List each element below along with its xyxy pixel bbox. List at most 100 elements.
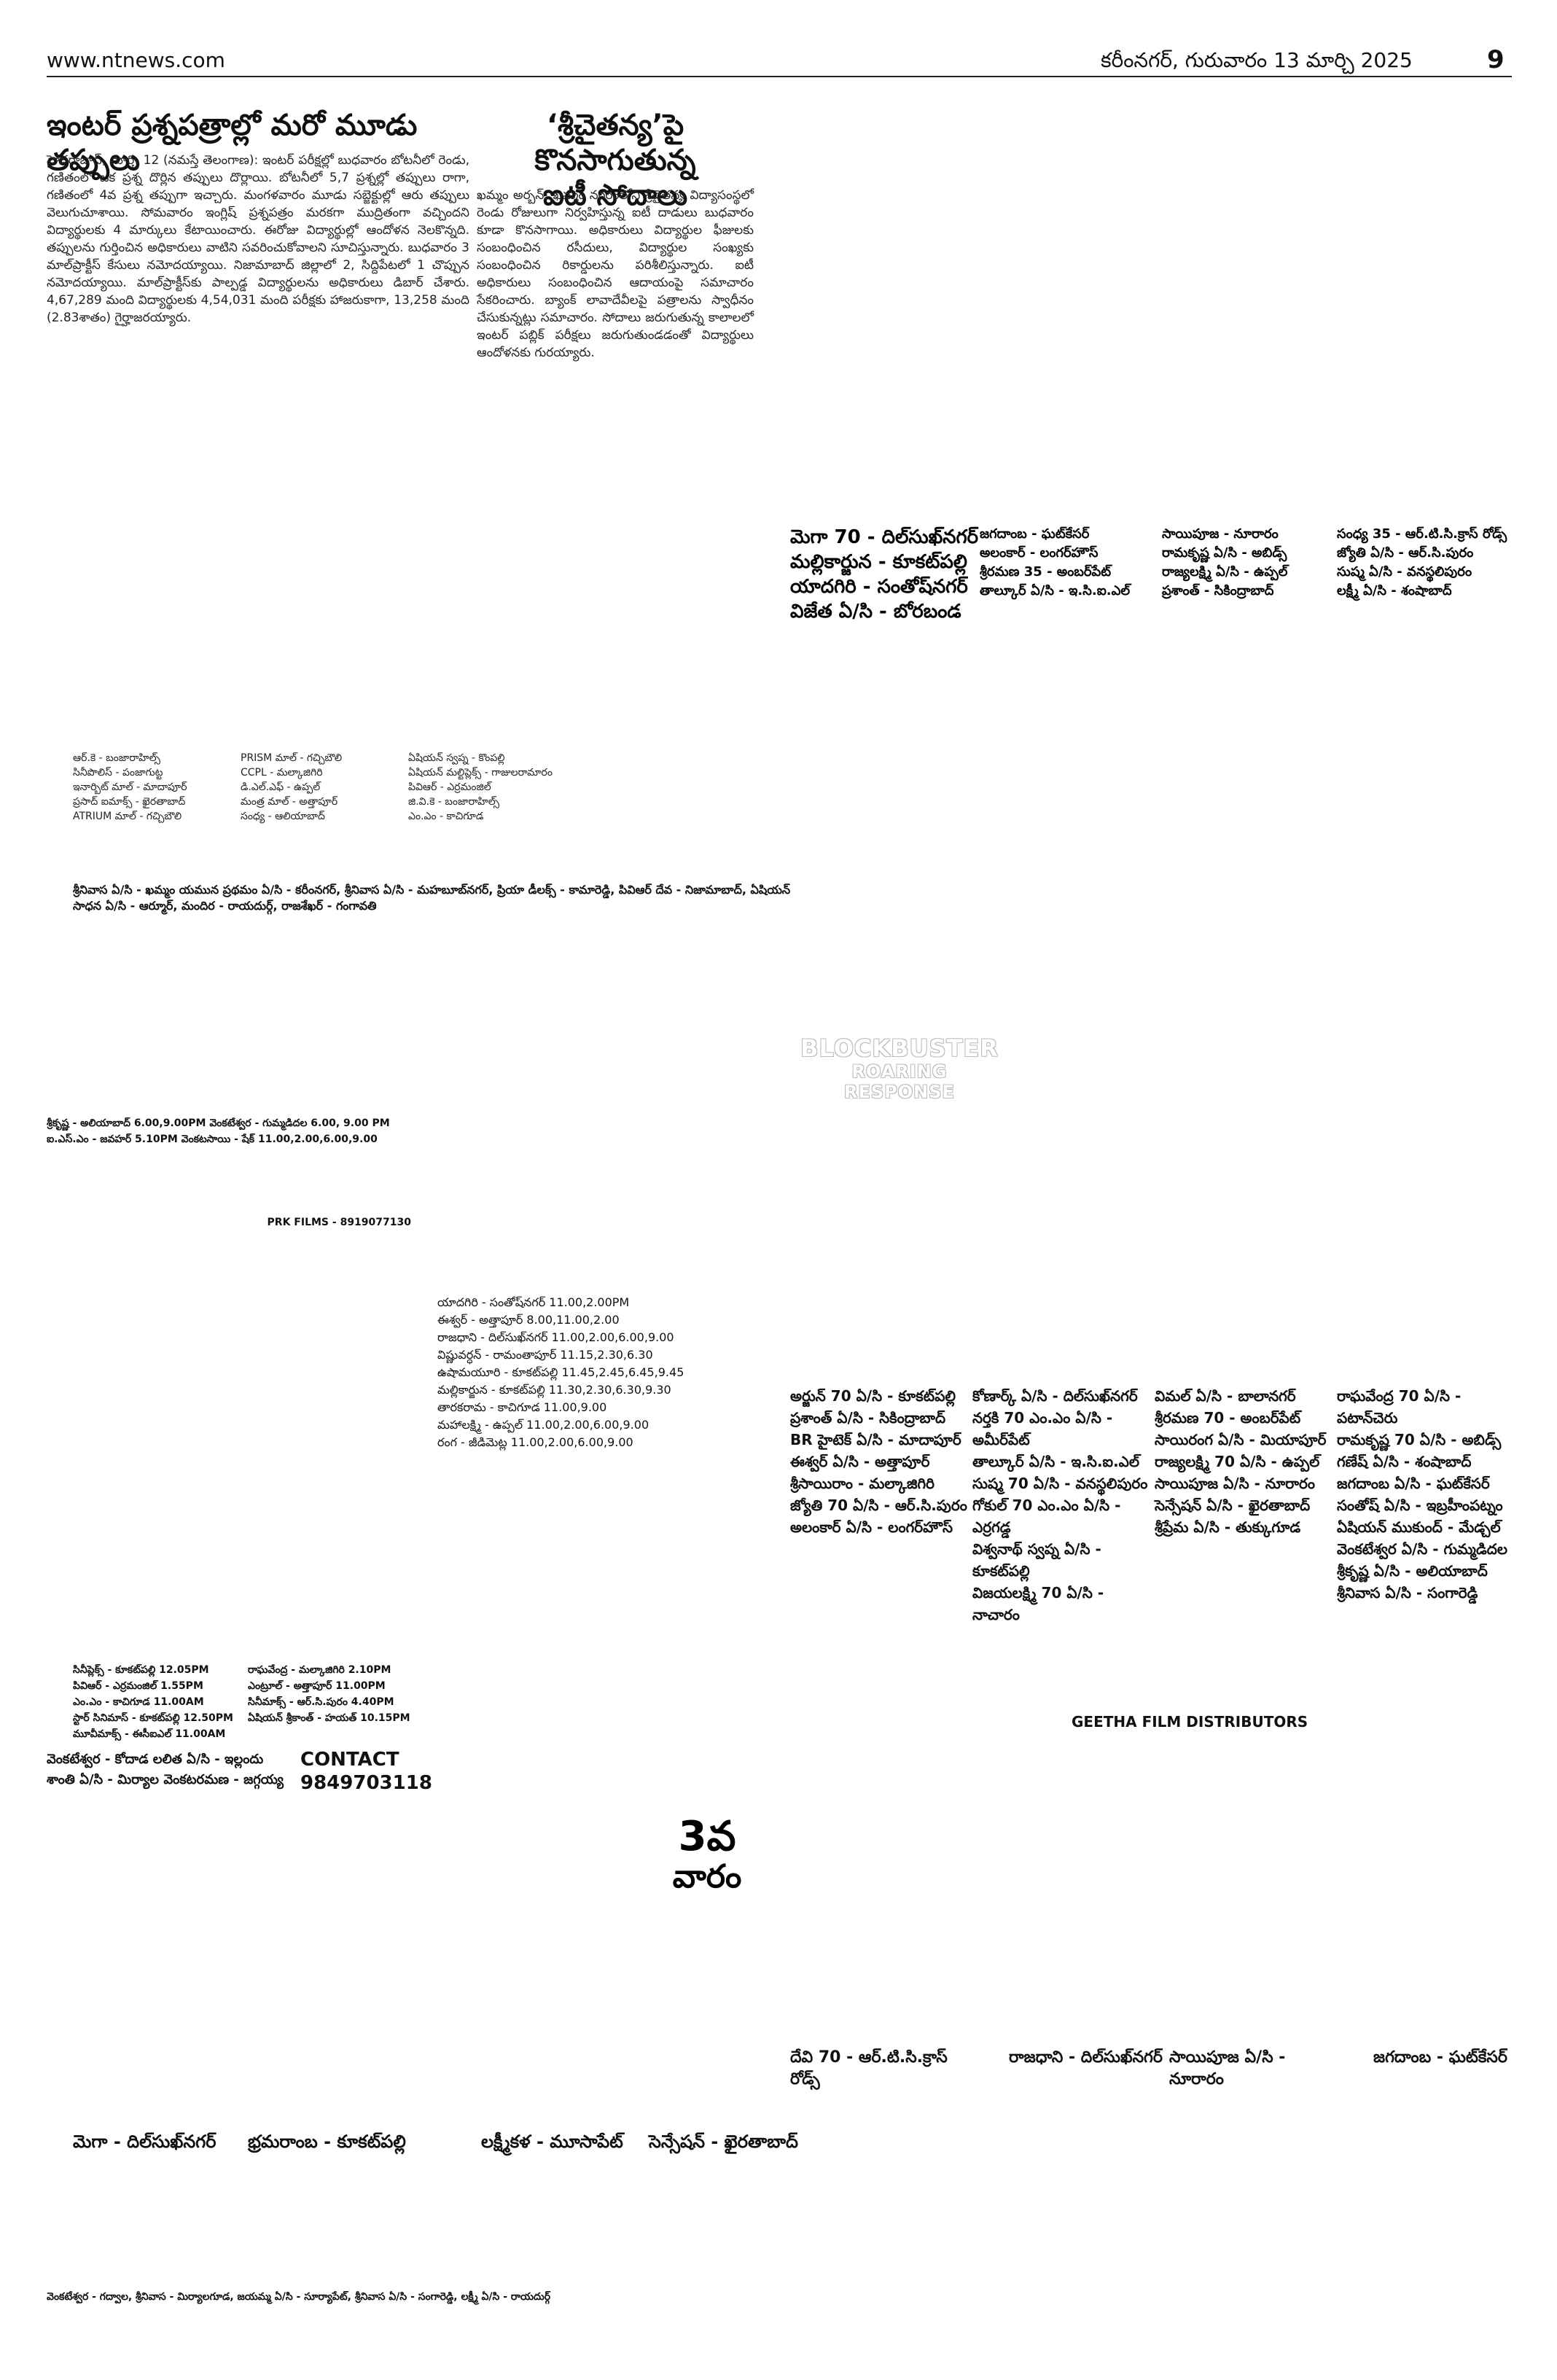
list-item: PRISM మాల్‌ - గచ్చిబౌలి — [241, 752, 343, 764]
district-line: శ్రీనివాస ఏ/సి - ఖమ్మం యమున ప్రథమం ఏ/సి … — [73, 883, 791, 913]
theater-line: విజేత ఏ/సి - బోరబండ — [790, 601, 961, 623]
website-url[interactable]: www.ntnews.com — [47, 48, 225, 72]
showtime-line: స్టార్‌ సినిమాస్‌ - కూకట్‌పల్లి 12.50PM — [73, 1712, 233, 1724]
showtime-line: ఎంట్రూల్‌ - అత్తాపూర్‌ 11.00PM — [248, 1680, 386, 1692]
theater-line: శ్రీనివాస ఏ/సి - సంగారెడ్డి — [1337, 1584, 1478, 1601]
list-item: జి.వి.కె - బంజారాహిల్స్‌ — [408, 796, 500, 808]
theater-line: అలంకార్‌ ఏ/సి - లంగర్‌హౌస్‌ — [790, 1518, 953, 1536]
article1-headline: ఇంటర్‌ ప్రశ్నపత్రాల్లో మరో మూడు తప్పులు — [47, 109, 418, 177]
theater-line: జ్యోతి 70 ఏ/సి - ఆర్‌.సి.పురం — [790, 1497, 967, 1514]
theater-line: రాజ్యలక్ష్మి ఏ/సి - ఉప్పల్‌ — [1162, 564, 1288, 580]
blockbuster-stamp: BLOCKBUSTER ROARING RESPONSE — [790, 1035, 1009, 1102]
theater-line: తాల్కూర్‌ ఏ/సి - ఇ.సి.ఐ.ఎల్‌ — [972, 1453, 1140, 1470]
stamp-line3: RESPONSE — [844, 1082, 955, 1102]
stamp-line2: ROARING — [851, 1061, 948, 1082]
theater-block-e2: రాఘవేంద్ర - మల్కాజిగిరి 2.10PM ఎంట్రూల్‌… — [248, 1662, 423, 1726]
theater-line: సెన్సేషన్‌ ఏ/సి - ఖైరతాబాద్‌ — [1155, 1497, 1311, 1514]
list-item: CCPL - మల్కాజిగిరి — [241, 767, 323, 779]
theater-line: రాజ్యలక్ష్మి 70 ఏ/సి - ఉప్పల్‌ — [1155, 1453, 1320, 1470]
theater-line: సాయిపూజ ఏ/సి - నూరారం — [1169, 2048, 1286, 2088]
list-item: పివిఆర్‌ - ఎర్రమంజిల్‌ — [408, 781, 491, 793]
showtime-line: తారకరామ - కాచిగూడ 11.00,9.00 — [437, 1400, 607, 1414]
showtime-line: రంగ - జీడిమెట్ల 11.00,2.00,6.00,9.00 — [437, 1435, 633, 1449]
block-f-footer: వెంకటేశ్వర - గద్వాల, శ్రీనివాస - మిర్యాల… — [47, 2291, 551, 2303]
theater-line: సాయిరంగ ఏ/సి - మియాపూర్‌ — [1155, 1431, 1327, 1448]
showtime-line: రాజధాని - దిల్‌సుఖ్‌నగర్‌ 11.00,2.00,6.0… — [437, 1330, 674, 1344]
showtime-line: రాఘవేంద్ర - మల్కాజిగిరి 2.10PM — [248, 1664, 391, 1676]
theater-line: విమల్‌ ఏ/సి - బాలానగర్‌ — [1155, 1387, 1296, 1405]
theater-line: శ్రీరమణ 70 - అంబర్‌పేట్‌ — [1155, 1409, 1301, 1427]
showtime-line: మల్లికార్జున - కూకట్‌పల్లి 11.30,2.30,6.… — [437, 1383, 671, 1397]
geetha-film-credit: GEETHA FILM DISTRIBUTORS — [1072, 1713, 1308, 1731]
dateline: కరీంనగర్‌, గురువారం 13 మార్చి 2025 — [1101, 48, 1413, 72]
theater-line: యాదగిరి - సంతోష్‌నగర్‌ — [790, 576, 968, 598]
showtime-line: ఎం.ఎం - కాచిగూడ 11.00AM — [73, 1696, 204, 1708]
showtime-line: మహాలక్ష్మి - ఉప్పల్‌ 11.00,2.00,6.00,9.0… — [437, 1418, 649, 1432]
header-rule — [47, 76, 1512, 77]
article2-headline: ‘శ్రీచైతన్య’పై కొనసాగుతున్న ఐటీ సోదాలు — [477, 108, 754, 213]
theater-line: సంధ్య 35 - ఆర్‌.టి.సి.క్రాస్‌ రోడ్స్‌ — [1337, 526, 1507, 542]
theater-line: గోకుల్‌ 70 ఎం.ఎం ఏ/సి - ఎర్రగడ్డ — [972, 1497, 1121, 1536]
article1-body: హైదరాబాద్‌, మార్చి 12 (నమస్తే తెలంగాణ): … — [47, 153, 469, 325]
theater-line: విశ్వనాథ్‌ స్వప్న ఏ/సి - కూకట్‌పల్లి — [972, 1540, 1101, 1580]
block-b-line2: ఐ.ఎస్‌.ఎం - జవహర్‌ 5.10PM వెంకటసాయి - షే… — [47, 1134, 378, 1145]
showtime-line: సినీప్లెక్స్‌ - కూకట్‌పల్లి 12.05PM — [73, 1664, 209, 1676]
theater-block-c: యాదగిరి - సంతోష్‌నగర్‌ 11.00,2.00PM ఈశ్వ… — [437, 1294, 780, 1451]
theater-line: సుష్మ ఏ/సి - వనస్థలిపురం — [1337, 564, 1472, 580]
showtime-line: ఉషామయూరి - కూకట్‌పల్లి 11.45,2.45,6.45,9… — [437, 1365, 684, 1379]
block-b-line1: శ్రీకృష్ణ - అలియాబాద్‌ 6.00,9.00PM వెంకట… — [47, 1117, 390, 1129]
list-item: డి.ఎల్‌.ఎఫ్‌ - ఉప్పల్‌ — [241, 781, 321, 793]
theater-line: దేవి 70 - ఆర్‌.టి.సి.క్రాస్‌ రోడ్స్‌ — [790, 2048, 948, 2088]
list-item: ఏషియన్‌ మల్టిప్లెక్స్‌ - గాజులరామారం — [408, 767, 553, 779]
showtime-line: ఈశ్వర్‌ - అత్తాపూర్‌ 8.00,11.00,2.00 — [437, 1313, 620, 1327]
showtime-line: సినీమాక్స్‌ - ఆర్‌.సి.పురం 4.40PM — [248, 1696, 394, 1708]
theater-line: లక్ష్మీకళ - మూసాపేట్‌ — [481, 2131, 623, 2152]
showtime-line: మూవీమాక్స్‌ - ఈసీఐఎల్‌ 11.00AM — [73, 1728, 226, 1740]
theater-line: సంతోష్‌ ఏ/సి - ఇబ్రహీంపట్నం — [1337, 1497, 1503, 1514]
theater-line: జగదాంబ - ఘట్‌కేసర్‌ — [980, 526, 1090, 542]
theater-line: రామకృష్ణ ఏ/సి - అబిడ్స్‌ — [1162, 545, 1287, 561]
theater-line: కోణార్క్‌ ఏ/సి - దిల్‌సుఖ్‌నగర్‌ — [972, 1387, 1138, 1405]
theater-line: జ్యోతి ఏ/సి - ఆర్‌.సి.పురం — [1337, 545, 1474, 561]
list-item: ఎం.ఎం - కాచిగూడ — [408, 811, 484, 822]
theater-line: సాయిపూజ ఏ/సి - నూరారం — [1155, 1475, 1316, 1492]
theater-line: మల్లికార్జున - కూకట్‌పల్లి — [790, 551, 967, 573]
theater-line: రామకృష్ణ 70 ఏ/సి - అబిడ్స్‌ — [1337, 1431, 1502, 1448]
list-item: ఏషియన్‌ స్వప్న - కొంపల్లి — [408, 752, 505, 764]
theater-line: భ్రమరాంబ - కూకట్‌పల్లి — [248, 2131, 406, 2152]
list-item: ఇనార్బిట్‌ మాల్‌ - మాదాపూర్‌ — [73, 781, 187, 793]
block-c-footer: వెంకటేశ్వర - కోదాడ లలిత ఏ/సి - ఇల్లందు శ… — [47, 1752, 284, 1787]
prk-films-credit: PRK FILMS - 8919077130 — [267, 1217, 411, 1228]
theater-line: అలంకార్‌ - లంగర్‌హౌస్‌ — [980, 545, 1099, 561]
theater-block-e: సినీప్లెక్స్‌ - కూకట్‌పల్లి 12.05PM పివి… — [73, 1662, 248, 1742]
theater-line: మెగా 70 - దిల్‌సుఖ్‌నగర్‌ — [790, 526, 979, 548]
week-line1: 3వ — [678, 1813, 736, 1860]
article2-body: ఖమ్మం అర్బన్‌: ఖమ్మం నగరంలోని శ్రీచైతన్య… — [477, 188, 754, 360]
theater-line: ఏషియన్‌ ముకుంద్‌ - మేడ్చల్‌ — [1337, 1518, 1501, 1536]
theater-line: సుష్మ 70 ఏ/సి - వనస్థలిపురం — [972, 1475, 1148, 1492]
list-item: ఆర్‌.కె - బంజారాహిల్స్‌ — [73, 752, 160, 764]
theater-line: లక్ష్మీ ఏ/సి - శంషాబాద్‌ — [1337, 583, 1452, 598]
article2-headline-line1: ‘శ్రీచైతన్య’పై కొనసాగుతున్న — [534, 109, 696, 177]
contact-number[interactable]: 9849703118 — [300, 1772, 432, 1794]
theater-line: సెన్సేషన్‌ - ఖైరతాబాద్‌ — [649, 2131, 798, 2152]
theater-line: రాజధాని - దిల్‌సుఖ్‌నగర్‌ — [1009, 2048, 1163, 2067]
showtime-line: యాదగిరి - సంతోష్‌నగర్‌ 11.00,2.00PM — [437, 1295, 630, 1309]
showtime-line: పివిఆర్‌ - ఎర్రమంజిల్‌ 1.55PM — [73, 1680, 203, 1692]
theater-line: గణేష్‌ ఏ/సి - శంషాబాద్‌ — [1337, 1453, 1472, 1470]
theater-line: తాల్కూర్‌ ఏ/సి - ఇ.సి.ఐ.ఎల్‌ — [980, 583, 1131, 598]
theater-line: BR హైటెక్‌ ఏ/సి - మాదాపూర్‌ — [790, 1431, 961, 1448]
week-line2: వారం — [672, 1858, 742, 1895]
list-item: సంధ్య - ఆలియాబాద్‌ — [241, 811, 325, 822]
theater-line: సాయిపూజ - నూరారం — [1162, 526, 1279, 542]
list-item: ప్రసాద్‌ ఐమాక్స్‌ - ఖైరతాబాద్‌ — [73, 796, 186, 808]
contact-label: CONTACT — [300, 1749, 399, 1771]
theater-line: ప్రశాంత్‌ ఏ/సి - సికింద్రాబాద్‌ — [790, 1409, 946, 1427]
article2-headline-line2: ఐటీ సోదాలు — [542, 179, 688, 212]
theater-line: శ్రీసాయిరాం - మల్కాజిగిరి — [790, 1475, 934, 1492]
theater-line: శ్రీరమణ 35 - అంబర్‌పేట్‌ — [980, 564, 1112, 580]
showtime-line: విష్ణువర్ధన్‌ - రామంతాపూర్‌ 11.15,2.30,6… — [437, 1348, 653, 1362]
theater-line: ఈశ్వర్‌ ఏ/సి - అత్తాపూర్‌ — [790, 1453, 930, 1470]
theater-line: నర్తకి 70 ఎం.ఎం ఏ/సి - అమీర్‌పేట్‌ — [972, 1409, 1113, 1448]
list-item: మంత్ర మాల్‌ - అత్తాపూర్‌ — [241, 796, 338, 808]
